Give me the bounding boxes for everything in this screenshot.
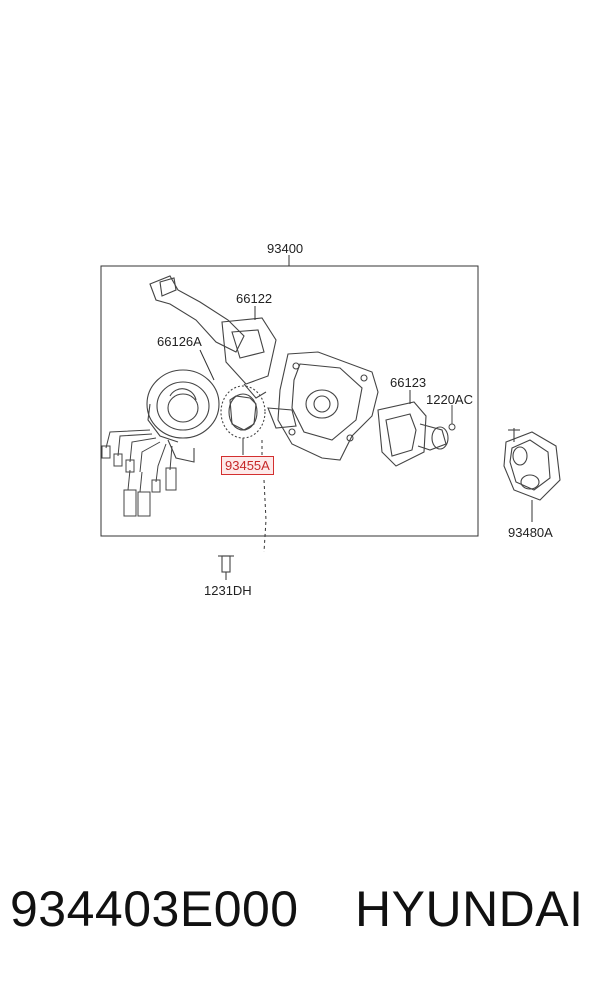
right-lever-switch	[377, 401, 449, 467]
wiring-harness	[101, 429, 177, 517]
mounting-bracket	[267, 351, 379, 461]
label-93455a-highlighted[interactable]: 93455A	[221, 456, 274, 475]
clock-spring-leader	[199, 349, 215, 381]
side-module-93480a	[503, 428, 561, 501]
label-93480a: 93480A	[508, 525, 553, 540]
left-lever-switch	[149, 275, 277, 399]
brand-name: HYUNDAI	[355, 881, 584, 937]
bolt-1220ac	[448, 405, 456, 431]
bolt-1231dh	[218, 555, 234, 580]
label-1231dh: 1231DH	[204, 583, 252, 598]
steering-angle-ring	[220, 385, 266, 439]
clock-spring	[146, 369, 220, 463]
part-number: 934403E000	[10, 881, 299, 937]
label-66123: 66123	[390, 375, 427, 390]
label-66126a: 66126A	[157, 334, 202, 349]
label-1220ac: 1220AC	[426, 392, 473, 407]
label-66122: 66122	[236, 291, 273, 306]
label-93400: 93400	[267, 241, 304, 256]
